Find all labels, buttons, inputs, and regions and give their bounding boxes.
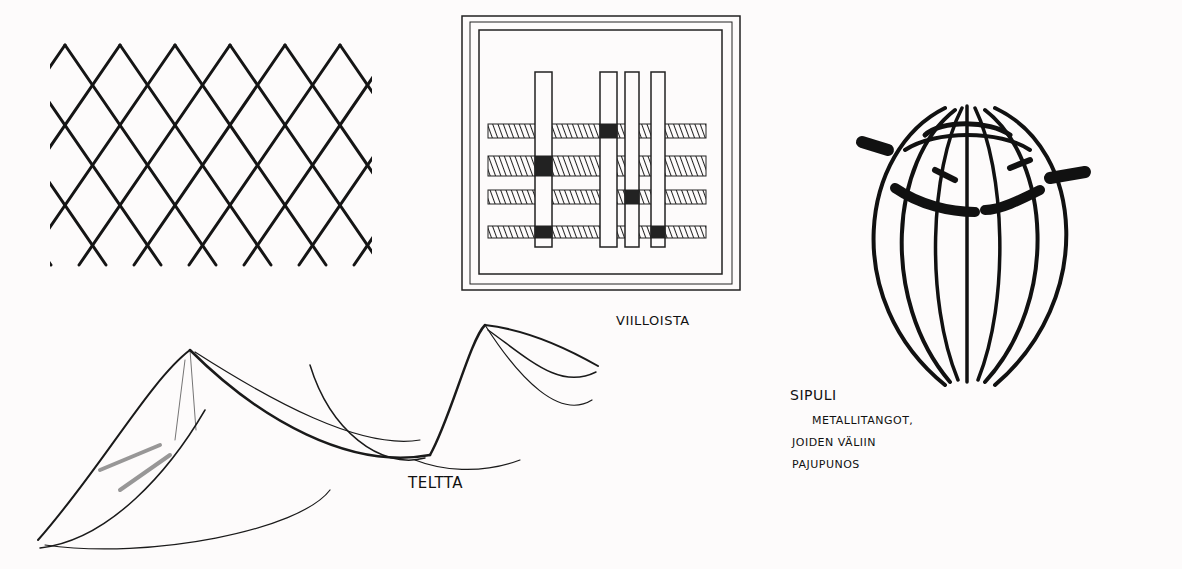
caption-label: TELTTA bbox=[408, 474, 463, 493]
net-sketch bbox=[50, 45, 372, 265]
onion-sketch bbox=[862, 106, 1085, 385]
weave-sketch bbox=[462, 16, 740, 290]
caption-label: VIILLOISTA bbox=[616, 312, 690, 329]
note-text: METALLITANGOT, JOIDEN VÄLIIN PAJUPUNOS bbox=[792, 410, 932, 476]
tent-sketch bbox=[38, 325, 598, 549]
caption-label: SIPULI bbox=[790, 386, 837, 404]
